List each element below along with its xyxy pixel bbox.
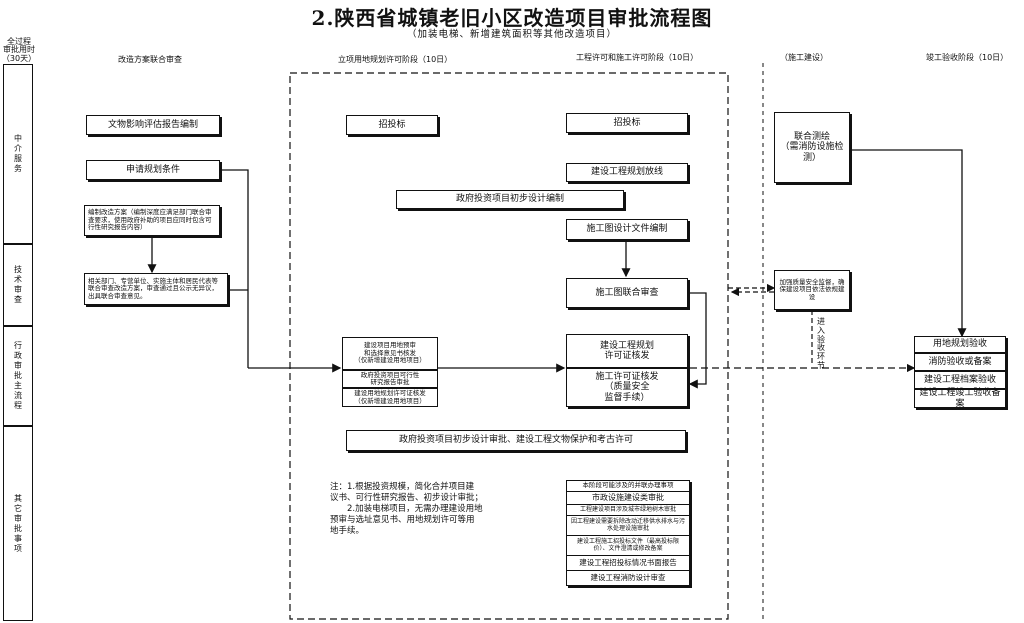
construction-permit-box: 施工许可证核发 （质量安全 监督手续） xyxy=(566,368,688,407)
phase-header-acceptance: 竣工验收阶段（10日） xyxy=(926,53,1009,62)
drawing-review-box: 施工图联合审查 xyxy=(566,278,688,308)
parallel-item: 市政设施建设类审批 xyxy=(567,492,689,505)
construction-drawing-box: 施工图设计文件编制 xyxy=(566,219,688,240)
timeline-header: 全过程 审批用时 （30天） xyxy=(1,37,37,63)
joint-survey-box: 联合测绘 （需消防设施检测） xyxy=(774,112,850,183)
page-title: 2.陕西省城镇老旧小区改造项目审批流程图 xyxy=(311,6,713,30)
parallel-items-header: 本阶段可能涉及的并联办理事项 xyxy=(567,481,689,492)
parallel-items-panel: 本阶段可能涉及的并联办理事项 市政设施建设类审批 工程建设项目涉及城市绿地树木审… xyxy=(566,480,690,586)
land-acceptance-box: 用地规划验收 xyxy=(914,336,1006,353)
relic-assessment-box: 文物影响评估报告编制 xyxy=(86,115,220,135)
feasibility-box: 政府投资项目可行性 研究报告审批 xyxy=(342,370,438,388)
parallel-item: 建设工程消防设计审查 xyxy=(567,571,689,585)
stage-intermediary: 中介服务 xyxy=(3,64,33,244)
stage-other: 其它审批事项 xyxy=(3,426,33,621)
parallel-item: 建设工程招投标情况书面报告 xyxy=(567,556,689,571)
enter-acceptance-label: 进入验收环节 xyxy=(817,317,825,370)
parallel-item: 建设工程施工招投标文件（最高投标限价）、文件澄清或修改备案 xyxy=(567,536,689,556)
prelim-design-box: 政府投资项目初步设计编制 xyxy=(396,190,624,209)
phase-frame xyxy=(289,72,729,620)
fire-acceptance-box: 消防验收或备案 xyxy=(914,353,1006,371)
page-subtitle: （加装电梯、新增建筑面积等其他改造项目） xyxy=(406,29,617,40)
stage-administrative: 行政审批主流程 xyxy=(3,326,33,426)
stage-technical: 技术审查 xyxy=(3,244,33,326)
completion-filing-box: 建设工程竣工验收备案 xyxy=(914,388,1006,409)
phase-header-construction-permit: 工程许可和施工许可阶段（10日） xyxy=(576,53,699,62)
plan-compile-box: 编制改造方案（编制深度应满足部门联合审查要求，使用政府补助的项目应同时包含可行性… xyxy=(84,205,220,236)
planning-conditions-box: 申请规划条件 xyxy=(86,160,220,180)
phase-header-plan-review: 改造方案联合审查 xyxy=(118,55,182,64)
eng-planning-permit-box: 建设工程规划 许可证核发 xyxy=(566,334,688,368)
bidding-box-1: 招投标 xyxy=(346,115,438,135)
layout-setting-box: 建设工程规划放线 xyxy=(566,163,688,182)
phase-header-land-planning: 立项用地规划许可阶段（10日） xyxy=(338,55,453,64)
note-text: 注：1.根据投资规模，简化合并项目建 议书、可行性研究报告、初步设计审批； 2.… xyxy=(330,482,484,537)
quality-supervision-box: 加强质量安全监督，确保建设项目依法依规建设 xyxy=(774,270,850,310)
land-permit-box: 建设用地规划许可证核发 （仅新增建设用地项目） xyxy=(342,388,438,407)
joint-review-box: 相关部门、专营单位、实施主体和居民代表等联合审查改造方案，审查通过且公示无异议，… xyxy=(84,273,228,305)
phase-header-construction: （施工建设） xyxy=(780,53,828,62)
bidding-box-2: 招投标 xyxy=(566,113,688,133)
archive-acceptance-box: 建设工程档案验收 xyxy=(914,371,1006,389)
prelim-approval-box: 政府投资项目初步设计审批、建设工程文物保护和考古许可 xyxy=(346,430,686,451)
parallel-item: 因工程建设需要拆除改动迁移供水排水与污水处理设施审批 xyxy=(567,516,689,536)
site-selection-box: 建设项目用地预审 和选择意见书核发 （仅新增建设用地项目） xyxy=(342,337,438,370)
parallel-item: 工程建设项目涉及城市绿地树木审批 xyxy=(567,505,689,516)
